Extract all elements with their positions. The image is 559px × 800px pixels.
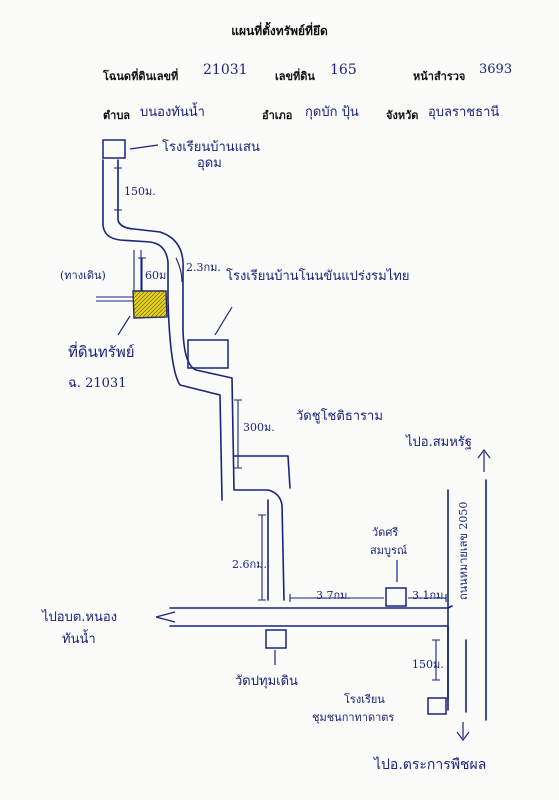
subdistrict-label: ตำบล xyxy=(103,109,131,122)
property-deed: ฉ. 21031 xyxy=(68,376,127,391)
to-west-label-2: ทันน้ำ xyxy=(62,632,96,647)
dist-60m: 60ม. xyxy=(145,269,170,282)
dim-2-6km xyxy=(258,514,266,601)
page-title: แผนที่ตั้งทรัพย์ที่ยึด xyxy=(231,24,328,38)
dist-2-6km: 2.6กม. xyxy=(232,558,267,571)
south-arrow xyxy=(456,722,470,741)
deed-label: โฉนดที่ดินเลขที่ xyxy=(103,70,179,83)
property-pointer xyxy=(117,315,131,336)
land-no-value: 165 xyxy=(330,62,357,78)
dist-3-1km: 3.1กม. xyxy=(412,589,447,602)
survey-page-label: หน้าสำรวจ xyxy=(413,70,466,83)
main-road-top xyxy=(169,605,453,609)
dim-150m-top xyxy=(114,167,122,211)
dim-2-3km xyxy=(175,257,183,283)
path-label: (ทางเดิน) xyxy=(60,269,106,282)
land-no-label: เลขที่ดิน xyxy=(275,70,315,83)
to-north-label: ไปอ.สมหรัฐ xyxy=(406,435,472,450)
province-label: จังหวัด xyxy=(386,109,419,122)
district-value: กุดบัก ปุ้น xyxy=(305,105,359,120)
school-mid-building xyxy=(187,339,229,369)
west-arrow xyxy=(155,611,176,623)
road-top-left-edge xyxy=(102,159,223,501)
temple-3-building xyxy=(265,629,287,649)
north-arrow xyxy=(477,449,491,472)
dim-300m xyxy=(234,399,242,469)
survey-page-value: 3693 xyxy=(479,62,513,77)
dist-2-3km: 2.3กม. xyxy=(186,261,221,274)
school-top-label: โรงเรียนบ้านแสน xyxy=(162,140,260,155)
temple-2-label-b: สมบูรณ์ xyxy=(370,544,408,557)
dist-3-7km: 3.7กม. xyxy=(316,589,351,602)
province-value: อุบลราชธานี xyxy=(428,105,500,120)
highway-label: ถนนหมายเลข 2050 xyxy=(457,501,470,600)
dist-300m: 300ม. xyxy=(243,421,275,434)
district-label: อำเภอ xyxy=(262,109,293,122)
dim-150m-bottom xyxy=(432,639,440,681)
subdistrict-value: บนองทันน้ำ xyxy=(140,105,205,120)
dist-150m-top: 150ม. xyxy=(124,185,156,198)
temple-1-branch xyxy=(233,455,291,489)
school-mid-label: โรงเรียนบ้านโนนขันแปร่งรมไทย xyxy=(226,269,410,284)
temple-1-label: วัดชูโชติธาราม xyxy=(296,409,383,424)
temple-3-label: วัดปทุมเดิน xyxy=(235,674,298,689)
deed-value: 21031 xyxy=(203,62,248,78)
school-bottom-label-2: ชุมชนกาทาดาตร xyxy=(312,711,395,724)
school-top-pointer xyxy=(129,144,159,150)
school-mid-pointer xyxy=(214,306,233,336)
property-label: ที่ดินทรัพย์ xyxy=(68,343,135,361)
school-bottom-label: โรงเรียน xyxy=(344,693,385,706)
property-hatch xyxy=(133,291,167,318)
to-west-label: ไปอบต.หนอง xyxy=(42,610,118,625)
school-bottom-building xyxy=(427,697,447,715)
dim-3-1km xyxy=(408,594,447,602)
walkway-vertical xyxy=(133,250,142,297)
school-top-building xyxy=(102,139,126,159)
school-top-label-2: อุดม xyxy=(197,156,222,171)
to-south-label: ไปอ.ตระการพืชผล xyxy=(374,757,487,773)
temple-2-label: วัดศรี xyxy=(372,526,399,539)
south-branch xyxy=(447,625,467,713)
dim-3-7km xyxy=(289,594,384,602)
road-top-right-edge xyxy=(117,159,285,601)
temple-2-building xyxy=(385,587,407,607)
dist-150m-bottom: 150ม. xyxy=(412,658,444,671)
